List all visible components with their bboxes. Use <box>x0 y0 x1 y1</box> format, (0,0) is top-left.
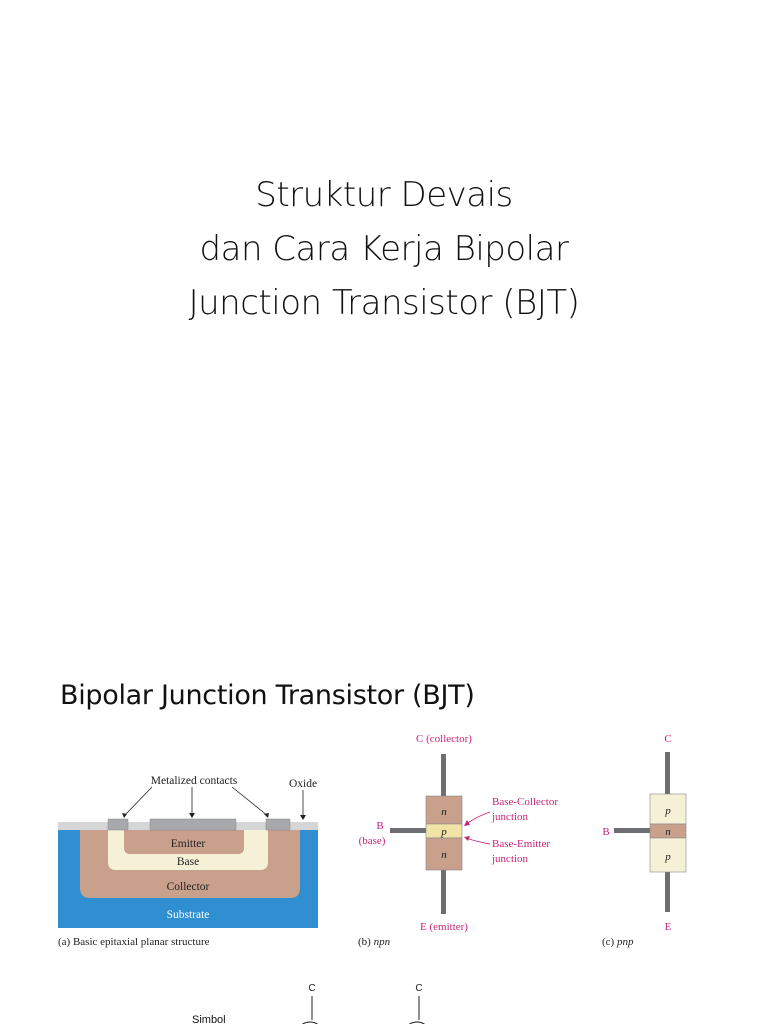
collector-n-region <box>425 795 463 825</box>
npn-symbol-circle <box>301 1021 319 1024</box>
emitter-label: E <box>665 921 672 933</box>
region-mid-label: p <box>440 826 447 838</box>
region-mid-label: n <box>665 826 671 838</box>
be-junction-pointer <box>465 837 491 845</box>
title-line-1: Struktur Devais <box>255 175 513 215</box>
figure-a-caption: (a) Basic epitaxial planar structure <box>58 936 210 948</box>
bc-junction-label-1: Base-Collector <box>492 796 558 808</box>
emitter-lead <box>665 872 670 912</box>
bjt-slide: Bipolar Junction Transistor (BJT) Metali… <box>0 640 768 1026</box>
pointer-line-left <box>123 786 153 817</box>
figure-b-npn: n p n C (collector) E (emitter) B (base)… <box>358 733 558 948</box>
emitter-region <box>124 830 244 854</box>
base-contact-right <box>265 818 291 831</box>
figure-b-caption: (b) npn <box>358 936 391 948</box>
base-word-label: (base) <box>359 835 386 847</box>
slide-heading: Bipolar Junction Transistor (BJT) <box>60 680 475 711</box>
symbol-collector-label-1: C <box>308 983 315 994</box>
collector-lead <box>441 754 446 796</box>
arrowhead <box>464 836 470 841</box>
base-label: Base <box>177 856 199 868</box>
emitter-contact <box>149 818 237 831</box>
bjt-figures: Metalized contacts Oxide Emitter Base Co… <box>58 733 687 1024</box>
figure-a-planar-structure: Metalized contacts Oxide Emitter Base Co… <box>58 775 318 948</box>
base-label: B <box>602 826 609 838</box>
slide-title: Struktur Devais dan Cara Kerja Bipolar J… <box>0 168 768 330</box>
emitter-label: E (emitter) <box>420 921 468 933</box>
emitter-n-region <box>425 837 463 871</box>
transistor-symbols: C C <box>301 983 426 1024</box>
collector-label: C (collector) <box>416 733 472 745</box>
arrowhead <box>464 820 470 826</box>
region-top-label: n <box>441 806 447 818</box>
oxide-label: Oxide <box>289 778 317 790</box>
title-slide: Struktur Devais dan Cara Kerja Bipolar J… <box>0 168 768 330</box>
figure-c-caption: (c) pnp <box>602 936 634 948</box>
collector-lead <box>665 752 670 794</box>
collector-p-region <box>649 793 687 825</box>
base-contact-left <box>107 818 129 831</box>
base-letter-label: B <box>376 820 383 832</box>
metalized-contacts-label: Metalized contacts <box>151 775 238 787</box>
arrowhead <box>300 815 306 820</box>
arrowhead <box>122 813 127 818</box>
be-junction-label-1: Base-Emitter <box>492 838 550 850</box>
substrate-label: Substrate <box>167 909 210 921</box>
base-lead <box>390 828 426 833</box>
region-bottom-label: p <box>664 851 671 863</box>
collector-label: Collector <box>167 881 210 893</box>
title-line-2: dan Cara Kerja Bipolar <box>199 229 569 269</box>
emitter-lead <box>441 870 446 914</box>
arrowhead <box>189 813 195 818</box>
bc-junction-label-2: junction <box>491 811 529 823</box>
pnp-symbol-circle <box>408 1021 426 1024</box>
symbol-label: Simbol <box>192 1014 226 1026</box>
figure-c-pnp: p n p C E B (c) pnp <box>602 733 687 948</box>
base-lead <box>614 828 650 833</box>
collector-label: C <box>664 733 671 745</box>
be-junction-label-2: junction <box>491 853 529 865</box>
region-top-label: p <box>664 805 671 817</box>
symbol-collector-label-2: C <box>415 983 422 994</box>
emitter-p-region <box>649 837 687 873</box>
emitter-label: Emitter <box>171 838 206 850</box>
arrowhead <box>264 813 269 818</box>
region-bottom-label: n <box>441 849 447 861</box>
title-line-3: Junction Transistor (BJT) <box>188 283 580 323</box>
pointer-line-right <box>231 786 269 817</box>
bc-junction-pointer <box>465 811 491 825</box>
